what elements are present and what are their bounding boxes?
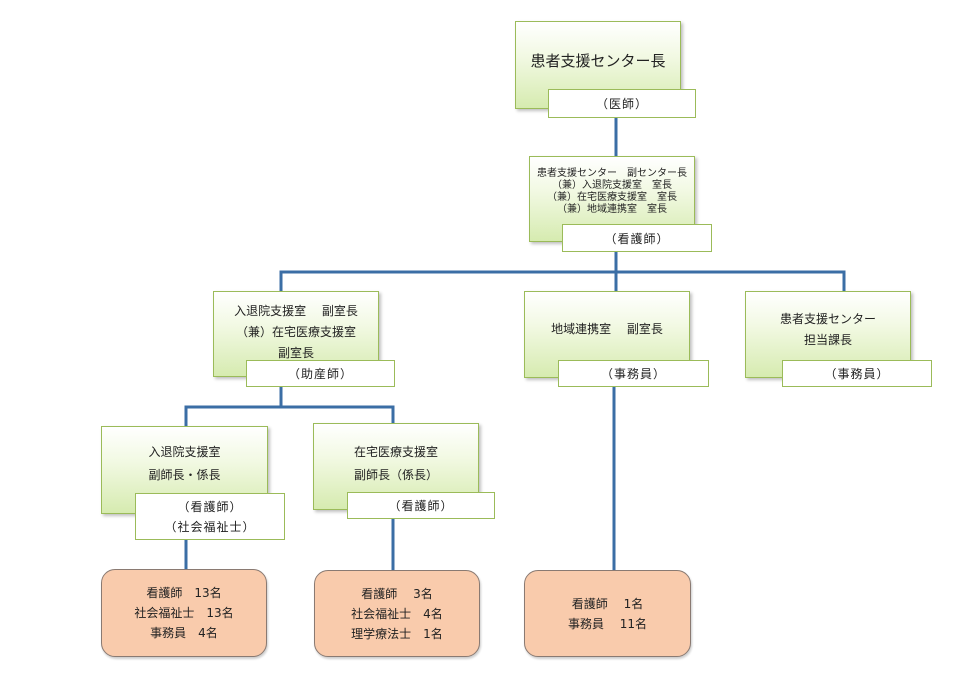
regional-vice-line-1: 地域連携室 副室長	[551, 322, 663, 336]
admission-vice-role: （助産師）	[246, 360, 395, 387]
regional-vice-role: （事務員）	[558, 360, 709, 387]
homecare-staff-nurses: 看護師 3名	[361, 586, 433, 601]
homecare-chief-line-1: 在宅医療支援室	[353, 445, 438, 459]
admission-staff-social-workers: 社会福祉士 13名	[134, 606, 234, 620]
deputy-director-role: （看護師）	[562, 224, 712, 252]
homecare-staff-pt: 理学療法士 1名	[351, 626, 443, 641]
homecare-staff-box: 看護師 3名 社会福祉士 4名 理学療法士 1名	[314, 570, 480, 657]
regional-staff-clerks: 事務員 11名	[567, 616, 648, 631]
center-manager-line-1: 患者支援センター	[779, 312, 876, 326]
admission-vice-line-3: 副室長	[277, 346, 314, 360]
center-manager-role: （事務員）	[782, 360, 932, 387]
admission-vice-line-2: （兼）在宅医療支援室	[235, 325, 356, 339]
homecare-staff-social-workers: 社会福祉士 4名	[351, 606, 443, 621]
homecare-chief-line-2: 副師長（係長）	[353, 468, 438, 482]
admission-chief-role-1: （看護師）	[177, 499, 243, 514]
admission-staff-box: 看護師 13名 社会福祉士 13名 事務員 4名	[101, 569, 267, 657]
deputy-line-2: （兼）入退院支援室 室長	[552, 180, 672, 191]
admission-chief-roles: （看護師） （社会福祉士）	[135, 493, 285, 540]
admission-staff-nurses: 看護師 13名	[146, 586, 222, 600]
deputy-line-4: （兼）地域連携室 室長	[557, 204, 667, 215]
deputy-line-3: （兼）在宅医療支援室 室長	[547, 192, 677, 203]
admission-chief-line-1: 入退院支援室	[148, 445, 221, 459]
admission-chief-line-2: 副師長・係長	[148, 468, 221, 482]
admission-vice-line-1: 入退院支援室 副室長	[234, 304, 358, 318]
center-director-role: （医師）	[548, 89, 696, 118]
center-manager-line-2: 担当課長	[803, 333, 852, 347]
center-director-title: 患者支援センター長	[530, 52, 666, 70]
admission-chief-role-2: （社会福祉士）	[164, 519, 256, 534]
homecare-chief-role: （看護師）	[347, 492, 495, 519]
deputy-line-1: 患者支援センター 副センター長	[537, 168, 687, 179]
regional-staff-nurses: 看護師 1名	[571, 596, 644, 611]
admission-staff-clerks: 事務員 4名	[150, 626, 218, 640]
regional-staff-box: 看護師 1名 事務員 11名	[524, 570, 691, 657]
